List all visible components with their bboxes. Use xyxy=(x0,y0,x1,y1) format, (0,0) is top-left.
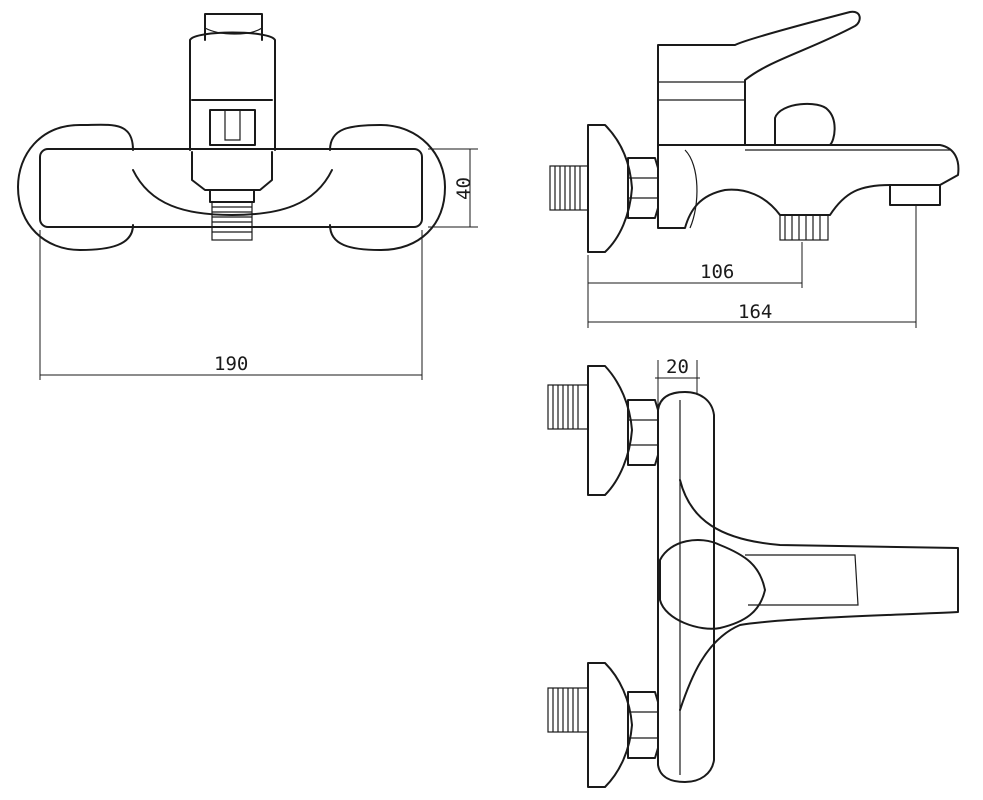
side-view: 106 164 xyxy=(549,10,960,328)
side-thread xyxy=(549,165,589,211)
left-flange xyxy=(17,123,134,251)
top-cartridge-boss xyxy=(659,539,766,630)
dim-106: 106 xyxy=(700,261,734,283)
front-view: 40 190 xyxy=(17,13,478,380)
side-flange xyxy=(587,124,633,253)
dim-40: 40 xyxy=(453,177,475,200)
dim-164: 164 xyxy=(738,301,772,323)
side-body xyxy=(657,144,960,229)
top-view: 20 xyxy=(547,356,959,788)
cartridge-housing xyxy=(189,31,276,151)
diverter-knob-side xyxy=(774,102,836,146)
top-flange-upper xyxy=(587,365,633,496)
top-lever xyxy=(679,479,959,711)
right-flange xyxy=(329,124,446,251)
center-boss xyxy=(132,169,333,216)
spout-outlet xyxy=(889,184,941,206)
outlet-block xyxy=(191,151,273,191)
dim-20: 20 xyxy=(666,356,689,378)
top-body xyxy=(657,391,715,783)
top-flange-lower xyxy=(587,662,633,788)
side-lever xyxy=(657,10,861,146)
front-thread xyxy=(211,201,253,241)
dim-190: 190 xyxy=(214,353,248,375)
handle-front xyxy=(204,13,263,41)
